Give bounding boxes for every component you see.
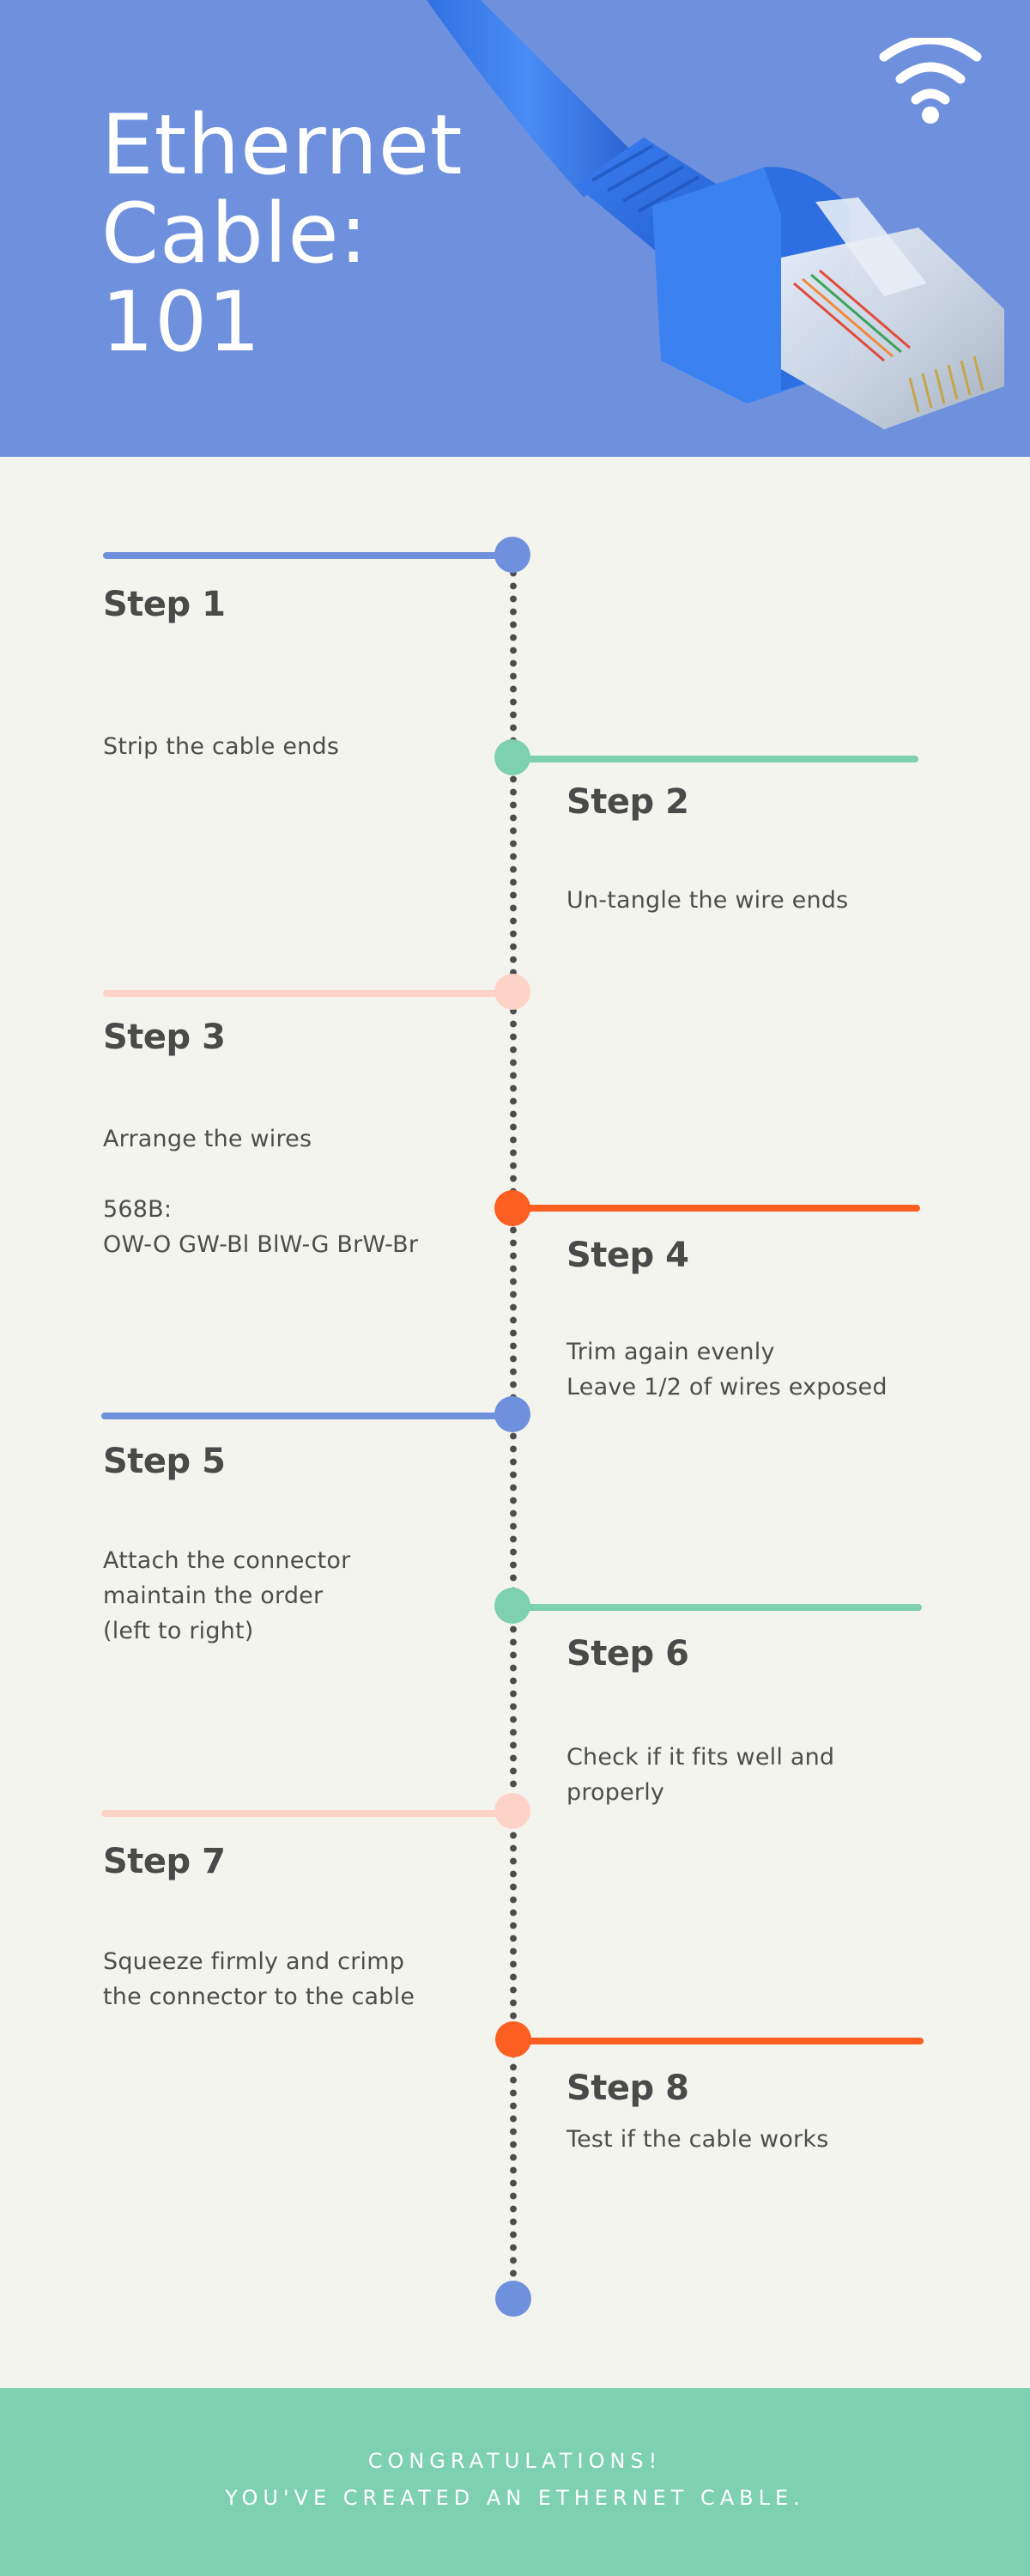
step-1-title: Step 1 (103, 585, 226, 624)
step-1-description: Strip the cable ends (103, 733, 340, 760)
step-1-node (494, 537, 530, 573)
step-8-connector-line (513, 2038, 924, 2044)
step-5-node (494, 1396, 530, 1432)
step-3-connector-line (103, 990, 513, 997)
step-7-connector-line (101, 1810, 513, 1817)
step-6-connector-line (513, 1604, 922, 1611)
footer-line-1: CONGRATULATIONS! (367, 2449, 663, 2473)
step-5-connector-line (101, 1413, 513, 1419)
wifi-icon (879, 38, 982, 124)
timeline-end-node (495, 2281, 531, 2317)
step-6-title: Step 6 (566, 1634, 689, 1674)
step-2-connector-line (513, 756, 918, 762)
step-8-description: Test if the cable works (566, 2126, 829, 2153)
step-4-connector-line (513, 1205, 920, 1212)
page-title: Ethernet Cable: 101 (101, 101, 464, 367)
step-4-title: Step 4 (566, 1236, 689, 1275)
step-6-node (494, 1588, 530, 1624)
step-2-title: Step 2 (566, 782, 689, 822)
step-2-description: Un-tangle the wire ends (566, 887, 849, 914)
step-2-node (494, 739, 530, 775)
step-4-description: Trim again evenly Leave 1/2 of wires exp… (566, 1339, 888, 1400)
step-5-title: Step 5 (103, 1442, 226, 1481)
step-3-title: Step 3 (103, 1018, 226, 1057)
step-8-node (495, 2021, 531, 2057)
step-5-description: Attach the connector maintain the order … (103, 1547, 351, 1644)
step-3-node (494, 974, 530, 1010)
title-line-2: Cable: (101, 185, 368, 282)
title-line-1: Ethernet (101, 97, 464, 193)
header-banner: Ethernet Cable: 101 (0, 0, 1030, 457)
footer-message: CONGRATULATIONS! YOU'VE CREATED AN ETHER… (0, 2443, 1030, 2517)
congratulations-footer: CONGRATULATIONS! YOU'VE CREATED AN ETHER… (0, 2388, 1030, 2576)
step-8-title: Step 8 (566, 2069, 689, 2108)
wiring-color-order: OW-O GW-Bl BlW-G BrW-Br (103, 1231, 419, 1258)
step-6-description: Check if it fits well and properly (566, 1744, 835, 1806)
step-3-description: Arrange the wires 568B: OW-O GW-Bl BlW-G… (103, 1121, 418, 1262)
step-7-description: Squeeze firmly and crimp the connector t… (103, 1948, 415, 2010)
step-7-title: Step 7 (103, 1842, 226, 1881)
step-1-connector-line (103, 552, 513, 559)
ethernet-cable-illustration (426, 0, 1004, 429)
footer-line-2: YOU'VE CREATED AN ETHERNET CABLE. (225, 2486, 805, 2510)
title-line-3: 101 (101, 274, 262, 370)
wiring-standard-label: 568B: (103, 1196, 173, 1223)
step-7-node (494, 1793, 530, 1829)
step-4-node (494, 1190, 530, 1226)
